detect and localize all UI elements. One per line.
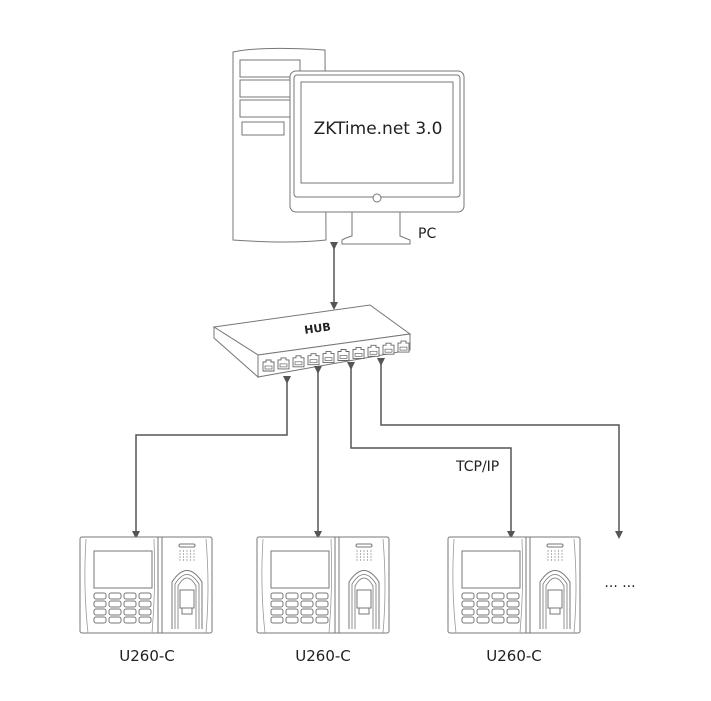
keypad-key[interactable] [315, 616, 329, 624]
keypad-key[interactable] [270, 600, 284, 608]
fingerprint-sensor-icon[interactable] [171, 570, 203, 630]
hub-port[interactable] [367, 344, 380, 357]
keypad-key[interactable] [491, 608, 505, 616]
device-label: U260-C [295, 647, 351, 665]
keypad-key[interactable] [315, 600, 329, 608]
hub-port[interactable] [262, 359, 275, 372]
hub-device1-link [132, 376, 291, 539]
hub-ports [262, 340, 410, 372]
device-u260c-3[interactable] [447, 536, 581, 634]
keypad-key[interactable] [108, 592, 122, 600]
keypad-key[interactable] [270, 592, 284, 600]
device-u260c-1[interactable] [79, 536, 213, 634]
keypad-key[interactable] [108, 616, 122, 624]
keypad-key[interactable] [476, 600, 490, 608]
keypad-key[interactable] [138, 616, 152, 624]
keypad-key[interactable] [315, 592, 329, 600]
keypad-key[interactable] [93, 608, 107, 616]
hub-port[interactable] [352, 346, 365, 359]
tcpip-label: TCP/IP [455, 459, 499, 475]
keypad-key[interactable] [123, 592, 137, 600]
keypad-key[interactable] [123, 600, 137, 608]
keypad-key[interactable] [476, 592, 490, 600]
keypad-key[interactable] [123, 608, 137, 616]
keypad-key[interactable] [476, 608, 490, 616]
device-screen [461, 550, 521, 589]
hub-port[interactable] [277, 357, 290, 370]
device-label: U260-C [486, 647, 542, 665]
keypad-key[interactable] [300, 608, 314, 616]
keypad-key[interactable] [491, 600, 505, 608]
hub-more-link [377, 358, 623, 539]
hub-port[interactable] [307, 353, 320, 366]
keypad-key[interactable] [315, 608, 329, 616]
keypad-key[interactable] [491, 616, 505, 624]
keypad-key[interactable] [461, 608, 475, 616]
keypad-key[interactable] [506, 616, 520, 624]
keypad-key[interactable] [138, 592, 152, 600]
keypad-key[interactable] [108, 608, 122, 616]
keypad-key[interactable] [270, 608, 284, 616]
keypad-key[interactable] [285, 616, 299, 624]
keypad-key[interactable] [300, 592, 314, 600]
more-devices-ellipsis: ... ... [604, 575, 635, 591]
keypad-key[interactable] [93, 592, 107, 600]
hub-port[interactable] [337, 349, 350, 361]
pc-monitor[interactable] [289, 70, 465, 245]
keypad-key[interactable] [461, 592, 475, 600]
keypad-key[interactable] [108, 600, 122, 608]
keypad-key[interactable] [506, 592, 520, 600]
fingerprint-sensor-icon[interactable] [539, 570, 571, 630]
keypad-key[interactable] [461, 616, 475, 624]
hub-port[interactable] [292, 355, 305, 368]
hub-label: HUB [303, 320, 331, 337]
hub-device3-link [347, 362, 515, 539]
keypad-key[interactable] [476, 616, 490, 624]
keypad-key[interactable] [300, 600, 314, 608]
keypad-key[interactable] [461, 600, 475, 608]
keypad-key[interactable] [123, 616, 137, 624]
device-screen [270, 550, 330, 589]
keypad-key[interactable] [138, 608, 152, 616]
pc-label: PC [418, 226, 436, 242]
keypad-key[interactable] [93, 600, 107, 608]
keypad-key[interactable] [285, 600, 299, 608]
keypad-key[interactable] [300, 616, 314, 624]
hub-port[interactable] [397, 340, 410, 353]
keypad-key[interactable] [506, 600, 520, 608]
keypad-key[interactable] [506, 608, 520, 616]
keypad-key[interactable] [491, 592, 505, 600]
keypad-key[interactable] [285, 592, 299, 600]
keypad-key[interactable] [285, 608, 299, 616]
device-label: U260-C [119, 647, 175, 665]
device-u260c-2[interactable] [256, 536, 390, 634]
hub-port[interactable] [382, 342, 395, 355]
device-screen [93, 550, 153, 589]
fingerprint-sensor-icon[interactable] [348, 570, 380, 630]
hub-port[interactable] [322, 351, 335, 364]
keypad-key[interactable] [93, 616, 107, 624]
screen-software-label: ZKTime.net 3.0 [314, 119, 443, 139]
keypad-key[interactable] [270, 616, 284, 624]
keypad-key[interactable] [138, 600, 152, 608]
